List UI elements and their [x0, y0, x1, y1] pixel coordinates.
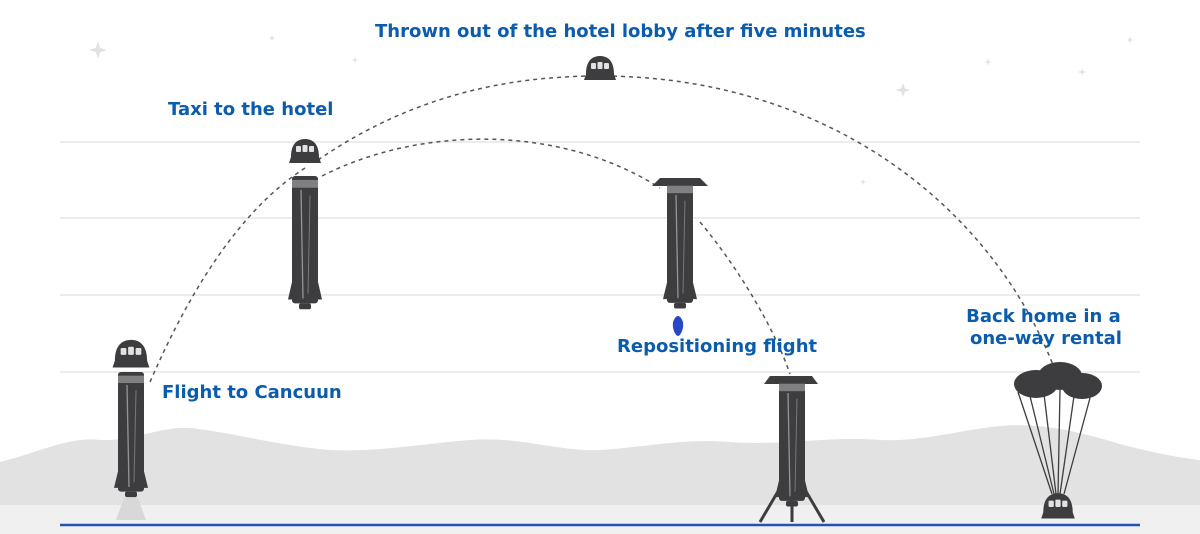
sparkle-icon	[1078, 68, 1086, 76]
label-back-home-line1: Back home in a	[965, 306, 1122, 328]
sparkle-icon	[896, 83, 910, 97]
booster-icon	[775, 380, 809, 506]
foreground-ground	[0, 505, 1200, 534]
booster-flame-icon	[673, 316, 683, 336]
sparkle-icon	[89, 41, 107, 59]
trajectory-booster	[322, 139, 660, 188]
booster-icon	[663, 182, 697, 308]
booster-icon	[288, 176, 322, 309]
sparkle-icon	[268, 34, 275, 41]
trajectory-ascent	[150, 168, 305, 382]
label-back-home-line2: one-way rental	[965, 328, 1122, 350]
label-back-home: Back home in a one-way rental	[965, 306, 1122, 350]
capsule-icon	[113, 340, 150, 368]
label-flight-to-cancun: Flight to Cancuun	[162, 382, 342, 404]
booster-icon	[114, 372, 148, 497]
label-thrown-out: Thrown out of the hotel lobby after five…	[375, 21, 866, 43]
sparkle-icon	[1126, 36, 1133, 43]
sparkle-icon	[984, 58, 991, 65]
label-repositioning-flight: Repositioning flight	[617, 336, 817, 358]
sparkle-icon	[352, 57, 358, 63]
capsule-icon	[584, 56, 616, 80]
sparkle-icon	[860, 179, 866, 185]
trajectory-paths	[150, 76, 1055, 382]
label-taxi-to-hotel: Taxi to the hotel	[168, 99, 333, 121]
